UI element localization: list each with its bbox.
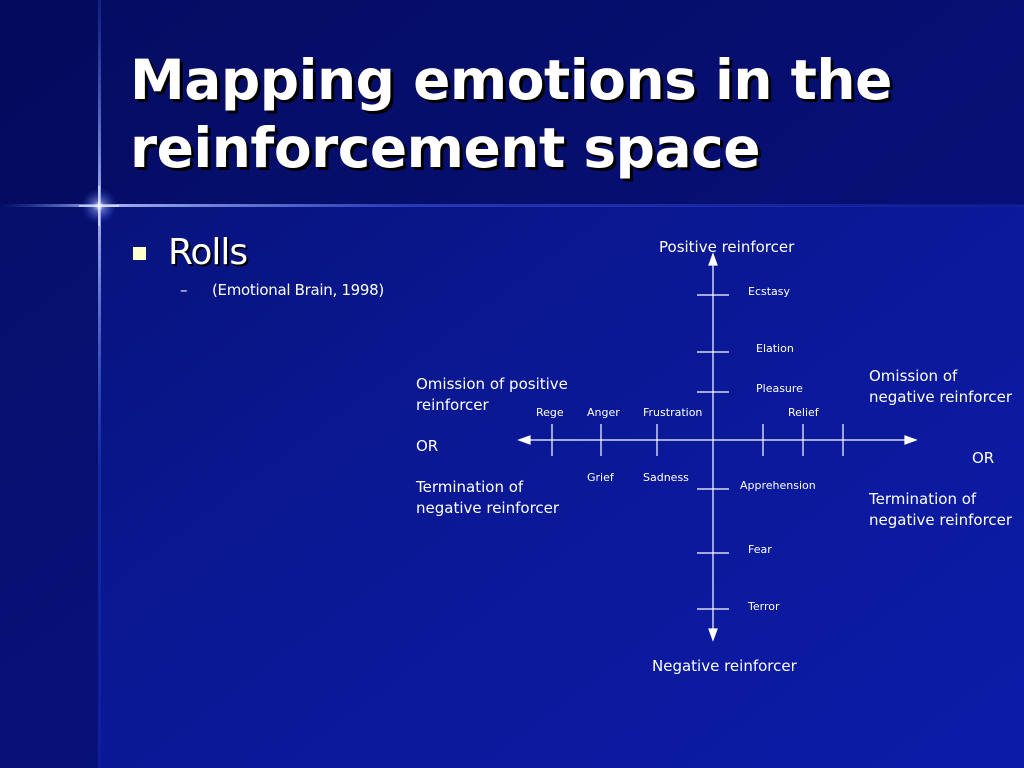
right-label-bottom: Termination of negative reinforcer — [869, 489, 1012, 531]
left-label-line-4: negative reinforcer — [416, 499, 560, 517]
right-label-line-4: negative reinforcer — [869, 511, 1013, 529]
emotion-grief: Grief — [587, 471, 614, 484]
emotion-rege: Rege — [536, 406, 564, 419]
left-label-line-3: Termination of — [416, 478, 524, 496]
bullet-text: Rolls — [168, 232, 248, 273]
emotion-frustration: Frustration — [643, 406, 703, 419]
emotion-fear: Fear — [748, 543, 772, 556]
sub-bullet-dash: – — [180, 281, 188, 299]
left-label: Omission of positive reinforcer OR Termi… — [416, 374, 568, 519]
title-line-2: reinforcement space — [130, 116, 761, 180]
left-label-line-1: Omission of positive — [416, 375, 568, 393]
left-label-or: OR — [416, 437, 439, 455]
right-label-line-1: Omission of — [869, 367, 958, 385]
axis-arrow-left — [517, 435, 531, 445]
emotion-anger: Anger — [587, 406, 620, 419]
emotion-relief: Relief — [788, 406, 819, 419]
bullet-marker — [133, 247, 146, 260]
axis-arrow-down — [708, 628, 718, 642]
sub-bullet-text: (Emotional Brain, 1998) — [212, 281, 384, 299]
left-label-line-2: reinforcer — [416, 396, 489, 414]
axis-arrow-right — [904, 435, 918, 445]
emotion-terror: Terror — [748, 600, 780, 613]
emotion-elation: Elation — [756, 342, 794, 355]
axis-label-top: Positive reinforcer — [659, 238, 795, 256]
right-label-line-3: Termination of — [869, 490, 977, 508]
axis-arrow-up — [708, 252, 718, 266]
emotion-sadness: Sadness — [643, 471, 689, 484]
slide-title: Mapping emotions in the reinforcement sp… — [130, 46, 1000, 182]
axis-label-bottom: Negative reinforcer — [652, 657, 797, 675]
right-label-top: Omission of negative reinforcer — [869, 366, 1012, 408]
title-line-1: Mapping emotions in the — [130, 48, 892, 112]
right-label-or: OR — [972, 449, 995, 467]
right-label-line-2: negative reinforcer — [869, 388, 1013, 406]
emotion-ecstasy: Ecstasy — [748, 285, 791, 298]
emotion-apprehension: Apprehension — [740, 479, 816, 492]
emotion-pleasure: Pleasure — [756, 382, 803, 395]
